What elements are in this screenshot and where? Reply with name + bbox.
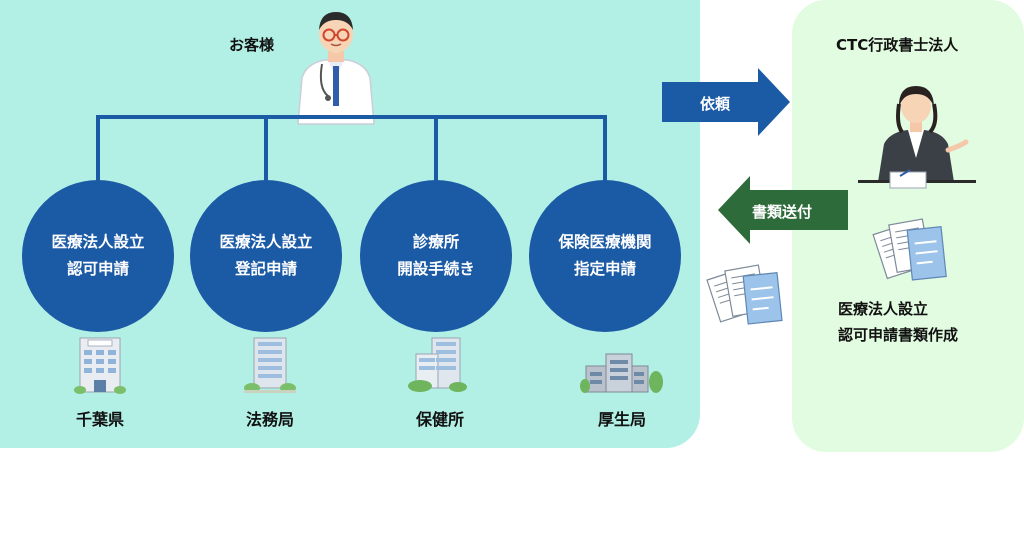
send-docs-arrow bbox=[718, 176, 848, 244]
procedure-subtitle: 認可申請 bbox=[66, 260, 129, 278]
request-label: 依頼 bbox=[700, 95, 731, 113]
office-label-legal-bureau: 法務局 bbox=[245, 410, 294, 429]
procedure-circle-clinic-opening: 診療所 開設手続き bbox=[360, 180, 512, 332]
customer-label: お客様 bbox=[229, 36, 275, 54]
firm-work-label: 医療法人設立 認可申請書類作成 bbox=[838, 296, 1018, 348]
firm-work-line1: 医療法人設立 bbox=[838, 300, 929, 318]
procedure-title: 保険医療機関 bbox=[558, 233, 652, 251]
procedure-circle-incorporation-registration: 医療法人設立 登記申請 bbox=[190, 180, 342, 332]
health-center-building-icon bbox=[408, 337, 467, 392]
prepared-documents-icon bbox=[872, 218, 947, 281]
connector-drop-1 bbox=[96, 115, 100, 188]
procedure-subtitle: 登記申請 bbox=[234, 260, 297, 278]
procedure-subtitle: 指定申請 bbox=[573, 260, 636, 278]
procedure-title: 医療法人設立 bbox=[51, 233, 145, 251]
documents-icon bbox=[706, 264, 783, 325]
office-label-health-center: 保健所 bbox=[415, 410, 464, 429]
welfare-bureau-building-icon bbox=[580, 353, 663, 393]
procedure-subtitle: 開設手続き bbox=[397, 260, 475, 278]
procedure-circle-insurance-designation: 保険医療機関 指定申請 bbox=[529, 180, 681, 332]
firm-work-line2: 認可申請書類作成 bbox=[838, 326, 959, 344]
connector-drop-3 bbox=[434, 115, 438, 188]
office-label-chiba: 千葉県 bbox=[75, 410, 124, 429]
legal-affairs-building-icon bbox=[244, 337, 296, 393]
connector-drop-2 bbox=[264, 115, 268, 188]
firm-label: CTC行政書士法人 bbox=[836, 36, 959, 54]
procedure-circle-incorporation-approval: 医療法人設立 認可申請 bbox=[22, 180, 174, 332]
office-label-welfare-bureau: 厚生局 bbox=[597, 410, 646, 429]
doctor-icon bbox=[297, 12, 375, 125]
send-docs-label: 書類送付 bbox=[752, 203, 813, 221]
prefecture-building-icon bbox=[74, 337, 126, 394]
request-arrow bbox=[662, 68, 790, 136]
procedure-title: 医療法人設立 bbox=[219, 233, 313, 251]
procedure-title: 診療所 bbox=[412, 233, 460, 251]
connector-drop-4 bbox=[603, 115, 607, 188]
staff-woman-icon bbox=[858, 86, 976, 189]
connector-horizontal bbox=[96, 115, 607, 119]
